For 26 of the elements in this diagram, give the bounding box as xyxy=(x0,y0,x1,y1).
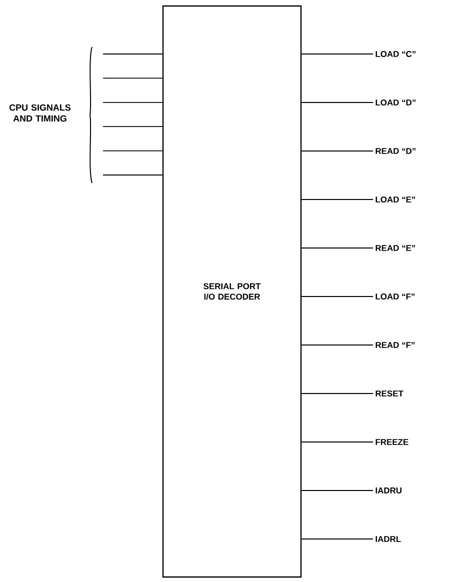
signal-label: READ “D” xyxy=(376,148,416,154)
signal-label: LOAD “D” xyxy=(376,100,416,106)
signal-line xyxy=(301,199,374,200)
signal-line xyxy=(301,538,374,540)
signal-line xyxy=(301,490,374,491)
group-label: CPU SIGNALS AND TIMING xyxy=(10,104,71,122)
signal-label: IADRL xyxy=(376,536,401,542)
signal-line xyxy=(102,126,163,128)
signal-line xyxy=(301,393,374,394)
signal-line xyxy=(301,344,374,346)
signal-label: RESET xyxy=(376,390,404,396)
signal-label: FREEZE xyxy=(376,439,408,445)
signal-label: READ “F” xyxy=(376,342,415,348)
signal-line xyxy=(102,174,163,176)
signal-line xyxy=(102,102,163,103)
decoder-block: SERIAL PORT I/O DECODER xyxy=(162,5,302,578)
signal-label: IADRU xyxy=(376,488,402,494)
signal-line xyxy=(301,150,374,152)
signal-line xyxy=(102,150,163,152)
signal-label: LOAD “E” xyxy=(376,196,416,202)
signal-label: LOAD “F” xyxy=(376,294,415,300)
signal-line xyxy=(102,78,163,79)
signal-line xyxy=(301,102,374,103)
signal-label: READ “E” xyxy=(376,245,416,251)
signal-line xyxy=(301,296,374,297)
signal-label: LOAD “C” xyxy=(376,51,416,57)
